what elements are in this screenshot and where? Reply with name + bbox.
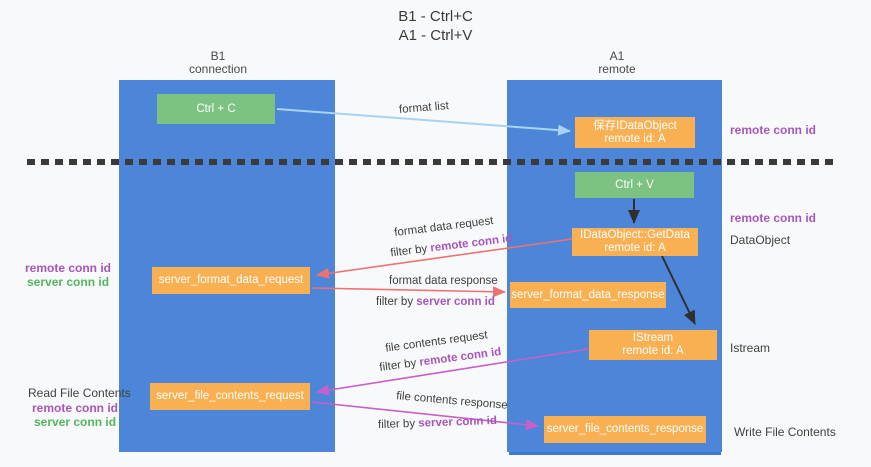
filter-by-text: filter by: [389, 243, 428, 260]
edge-label-filter-server-1: filter by server conn id: [376, 296, 495, 308]
edge-label-file-contents-response: file contents response: [395, 390, 509, 412]
annotation-remote-conn-id-top: remote conn id: [730, 123, 817, 137]
node-server-format-data-request: server_format_data_request: [152, 267, 310, 294]
node-file-request-label: server_file_contents_request: [156, 390, 304, 402]
filter-by-text: filter by: [376, 296, 414, 308]
annotation-server-conn-id-left1: server conn id: [27, 275, 110, 289]
node-ctrl-v: Ctrl + V: [575, 172, 694, 198]
annotation-server-conn-id-left2: server conn id: [34, 415, 117, 429]
annotation-remote-conn-id-left1: remote conn id: [25, 261, 112, 275]
column-a1-name: A1: [609, 49, 625, 63]
machine-boundary-dashed-line: [27, 159, 835, 165]
annotation-dataobject: DataObject: [730, 233, 791, 247]
node-istream: IStream remote id: A: [589, 330, 717, 360]
column-b1-role: connection: [188, 62, 248, 76]
node-format-response-label: server_format_data_response: [511, 288, 665, 301]
column-header-a1: A1 remote: [517, 50, 717, 76]
edge-label-format-data-response: format data response: [389, 275, 498, 287]
annotation-istream: Istream: [730, 341, 771, 355]
node-ctrl-c-label: Ctrl + C: [196, 102, 236, 115]
node-idataobject-getdata: IDataObject::GetData remote id: A: [572, 228, 698, 256]
server-conn-id-text: server conn id: [418, 414, 498, 430]
node-format-request-label: server_format_data_request: [158, 274, 304, 286]
format-data-response-arrow: [311, 286, 506, 298]
annotation-write-file-contents: Write File Contents: [734, 425, 836, 439]
node-server-file-contents-response: server_file_contents_response: [544, 416, 706, 443]
edge-label-filter-server-2: filter by server conn id: [378, 415, 497, 431]
node-server-file-contents-request: server_file_contents_request: [150, 383, 310, 410]
diagram-title: B1 - Ctrl+C A1 - Ctrl+V: [0, 7, 871, 45]
node-server-format-data-response: server_format_data_response: [510, 282, 666, 308]
column-a1-role: remote: [598, 62, 636, 76]
node-file-response-label: server_file_contents_response: [546, 423, 704, 435]
lifeline-a1-bottom-edge: [509, 452, 721, 455]
node-save-idataobject: 保存IDataObject remote id: A: [575, 117, 695, 148]
annotation-read-file-contents: Read File Contents: [28, 386, 131, 400]
column-header-b1: B1 connection: [118, 50, 318, 76]
node-istream-line1: IStream: [632, 332, 674, 344]
column-b1-name: B1: [210, 49, 226, 63]
title-line-1: B1 - Ctrl+C: [398, 8, 473, 25]
filter-by-text: filter by: [378, 357, 418, 374]
annotation-remote-conn-id-left2: remote conn id: [32, 401, 119, 415]
node-ctrl-v-label: Ctrl + V: [615, 178, 654, 191]
server-conn-id-text: server conn id: [416, 296, 495, 308]
node-getdata-line2: remote id: A: [604, 242, 666, 254]
edge-label-format-data-request: format data request: [393, 214, 495, 240]
node-istream-line2: remote id: A: [622, 345, 684, 357]
title-line-2: A1 - Ctrl+V: [398, 27, 473, 44]
annotation-remote-conn-id-mid: remote conn id: [730, 211, 817, 225]
node-save-idataobject-line1: 保存IDataObject: [593, 119, 677, 132]
node-getdata-line1: IDataObject::GetData: [580, 229, 690, 241]
remote-conn-id-text: remote conn id: [429, 232, 513, 255]
remote-conn-id-text: remote conn id: [418, 346, 502, 369]
node-ctrl-c: Ctrl + C: [157, 94, 275, 124]
edge-label-format-list: format list: [398, 100, 450, 116]
node-save-idataobject-line2: remote id: A: [604, 132, 666, 145]
filter-by-text: filter by: [377, 417, 416, 432]
